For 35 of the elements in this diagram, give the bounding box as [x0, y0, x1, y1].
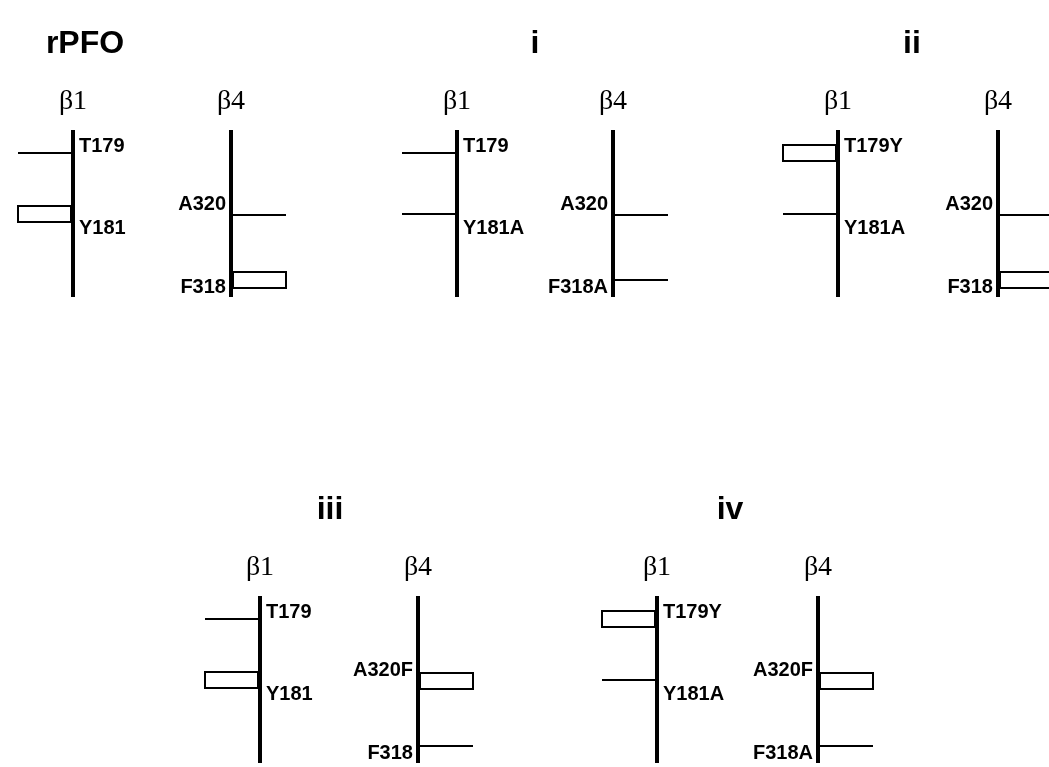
strand-label: β4 — [403, 550, 433, 582]
residue-label: T179 — [463, 133, 509, 157]
residue-label: T179 — [266, 599, 312, 623]
strand-label: β1 — [642, 550, 672, 582]
residue-label: F318 — [947, 274, 993, 298]
residue-label: A320 — [560, 191, 608, 215]
residue-label: Y181A — [463, 215, 525, 239]
residue-label: A320F — [352, 657, 413, 681]
residue-label: Y181 — [79, 215, 126, 239]
residue-label: T179Y — [663, 599, 722, 623]
strand-label: β4 — [983, 84, 1013, 116]
panel-title: iv — [716, 489, 744, 527]
strand-label: β4 — [803, 550, 833, 582]
panel-title: i — [530, 23, 540, 61]
strand-label: β1 — [823, 84, 853, 116]
panel-title: iii — [316, 489, 344, 527]
residue-label: F318A — [752, 740, 813, 764]
residue-label: A320 — [178, 191, 226, 215]
residue-label: F318A — [547, 274, 608, 298]
residue-label: F318 — [367, 740, 413, 764]
residue-label: A320F — [752, 657, 813, 681]
strand-label: β4 — [598, 84, 628, 116]
strand-label: β4 — [216, 84, 246, 116]
strand-label: β1 — [58, 84, 88, 116]
residue-label: T179Y — [844, 133, 903, 157]
residue-label: Y181A — [663, 681, 725, 705]
panel-title: ii — [903, 23, 921, 61]
residue-label: A320 — [945, 191, 993, 215]
strand-label: β1 — [442, 84, 472, 116]
residue-label: Y181A — [844, 215, 906, 239]
residue-label: T179 — [79, 133, 125, 157]
strand-label: β1 — [245, 550, 275, 582]
residue-label: F318 — [180, 274, 226, 298]
residue-label: Y181 — [266, 681, 313, 705]
panel-title: rPFO — [45, 23, 125, 61]
